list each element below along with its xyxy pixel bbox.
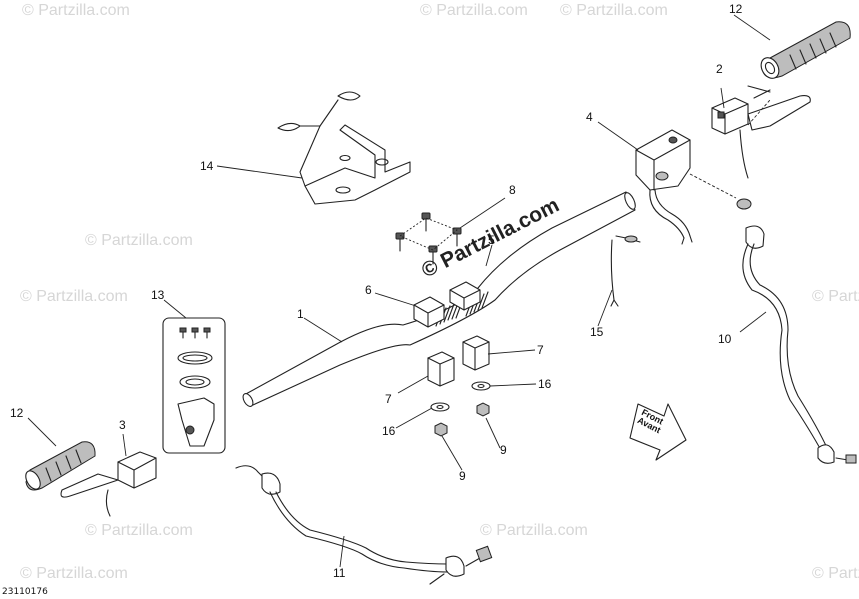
leader-lines bbox=[27, 14, 771, 568]
watermark: © Partzilla.com bbox=[812, 565, 859, 582]
watermark: © Partzilla.com bbox=[20, 565, 128, 582]
callout-16a: 16 bbox=[538, 377, 552, 391]
callout-12a: 12 bbox=[729, 2, 743, 16]
watermark: © Partzilla.com bbox=[85, 522, 193, 539]
callout-7a: 7 bbox=[537, 343, 544, 357]
front-arrow bbox=[629, 403, 687, 461]
throttle-cable bbox=[736, 198, 857, 464]
callout-16b: 16 bbox=[382, 424, 396, 438]
callout-1: 1 bbox=[297, 307, 304, 321]
callout-12b: 12 bbox=[10, 406, 24, 420]
clamp-bolts bbox=[395, 212, 462, 265]
diagram-code: 23110176 bbox=[2, 587, 48, 597]
upper-clamp-left bbox=[413, 296, 445, 328]
watermark: © Partzilla.com bbox=[20, 288, 128, 305]
watermark: © Partzilla.com bbox=[560, 2, 668, 19]
callout-2: 2 bbox=[716, 62, 723, 76]
callout-4: 4 bbox=[586, 110, 593, 124]
grip-right bbox=[760, 21, 851, 79]
riser-right bbox=[462, 335, 490, 371]
callout-11: 11 bbox=[333, 566, 346, 580]
callout-9b: 9 bbox=[500, 443, 507, 457]
watermark: © Partzilla.com bbox=[85, 232, 193, 249]
kit-panel bbox=[162, 317, 226, 454]
left-lever-assembly bbox=[60, 451, 157, 517]
callout-13: 13 bbox=[151, 288, 165, 302]
callout-15: 15 bbox=[590, 325, 604, 339]
watermark: © Partzilla.com bbox=[480, 522, 588, 539]
watermark: © Partzilla.com bbox=[420, 2, 528, 19]
upper-clamp-right bbox=[449, 281, 481, 311]
callout-14: 14 bbox=[200, 159, 214, 173]
callout-7b: 7 bbox=[385, 392, 392, 406]
left-cable bbox=[235, 465, 493, 585]
callout-6: 6 bbox=[365, 283, 372, 297]
callout-8: 8 bbox=[509, 183, 516, 197]
callout-5: 5 bbox=[488, 233, 495, 247]
right-lever-assembly bbox=[711, 85, 811, 179]
callout-3: 3 bbox=[119, 418, 126, 432]
callout-9a: 9 bbox=[459, 469, 466, 483]
bracket bbox=[277, 91, 411, 205]
right-switch-housing bbox=[635, 129, 693, 245]
riser-left bbox=[427, 351, 455, 387]
callout-10: 10 bbox=[718, 332, 732, 346]
watermark: © Partzilla.com bbox=[812, 288, 859, 305]
nuts bbox=[434, 402, 490, 437]
grip-left bbox=[25, 441, 96, 491]
wire bbox=[610, 235, 641, 307]
watermark: © Partzilla.com bbox=[22, 2, 130, 19]
